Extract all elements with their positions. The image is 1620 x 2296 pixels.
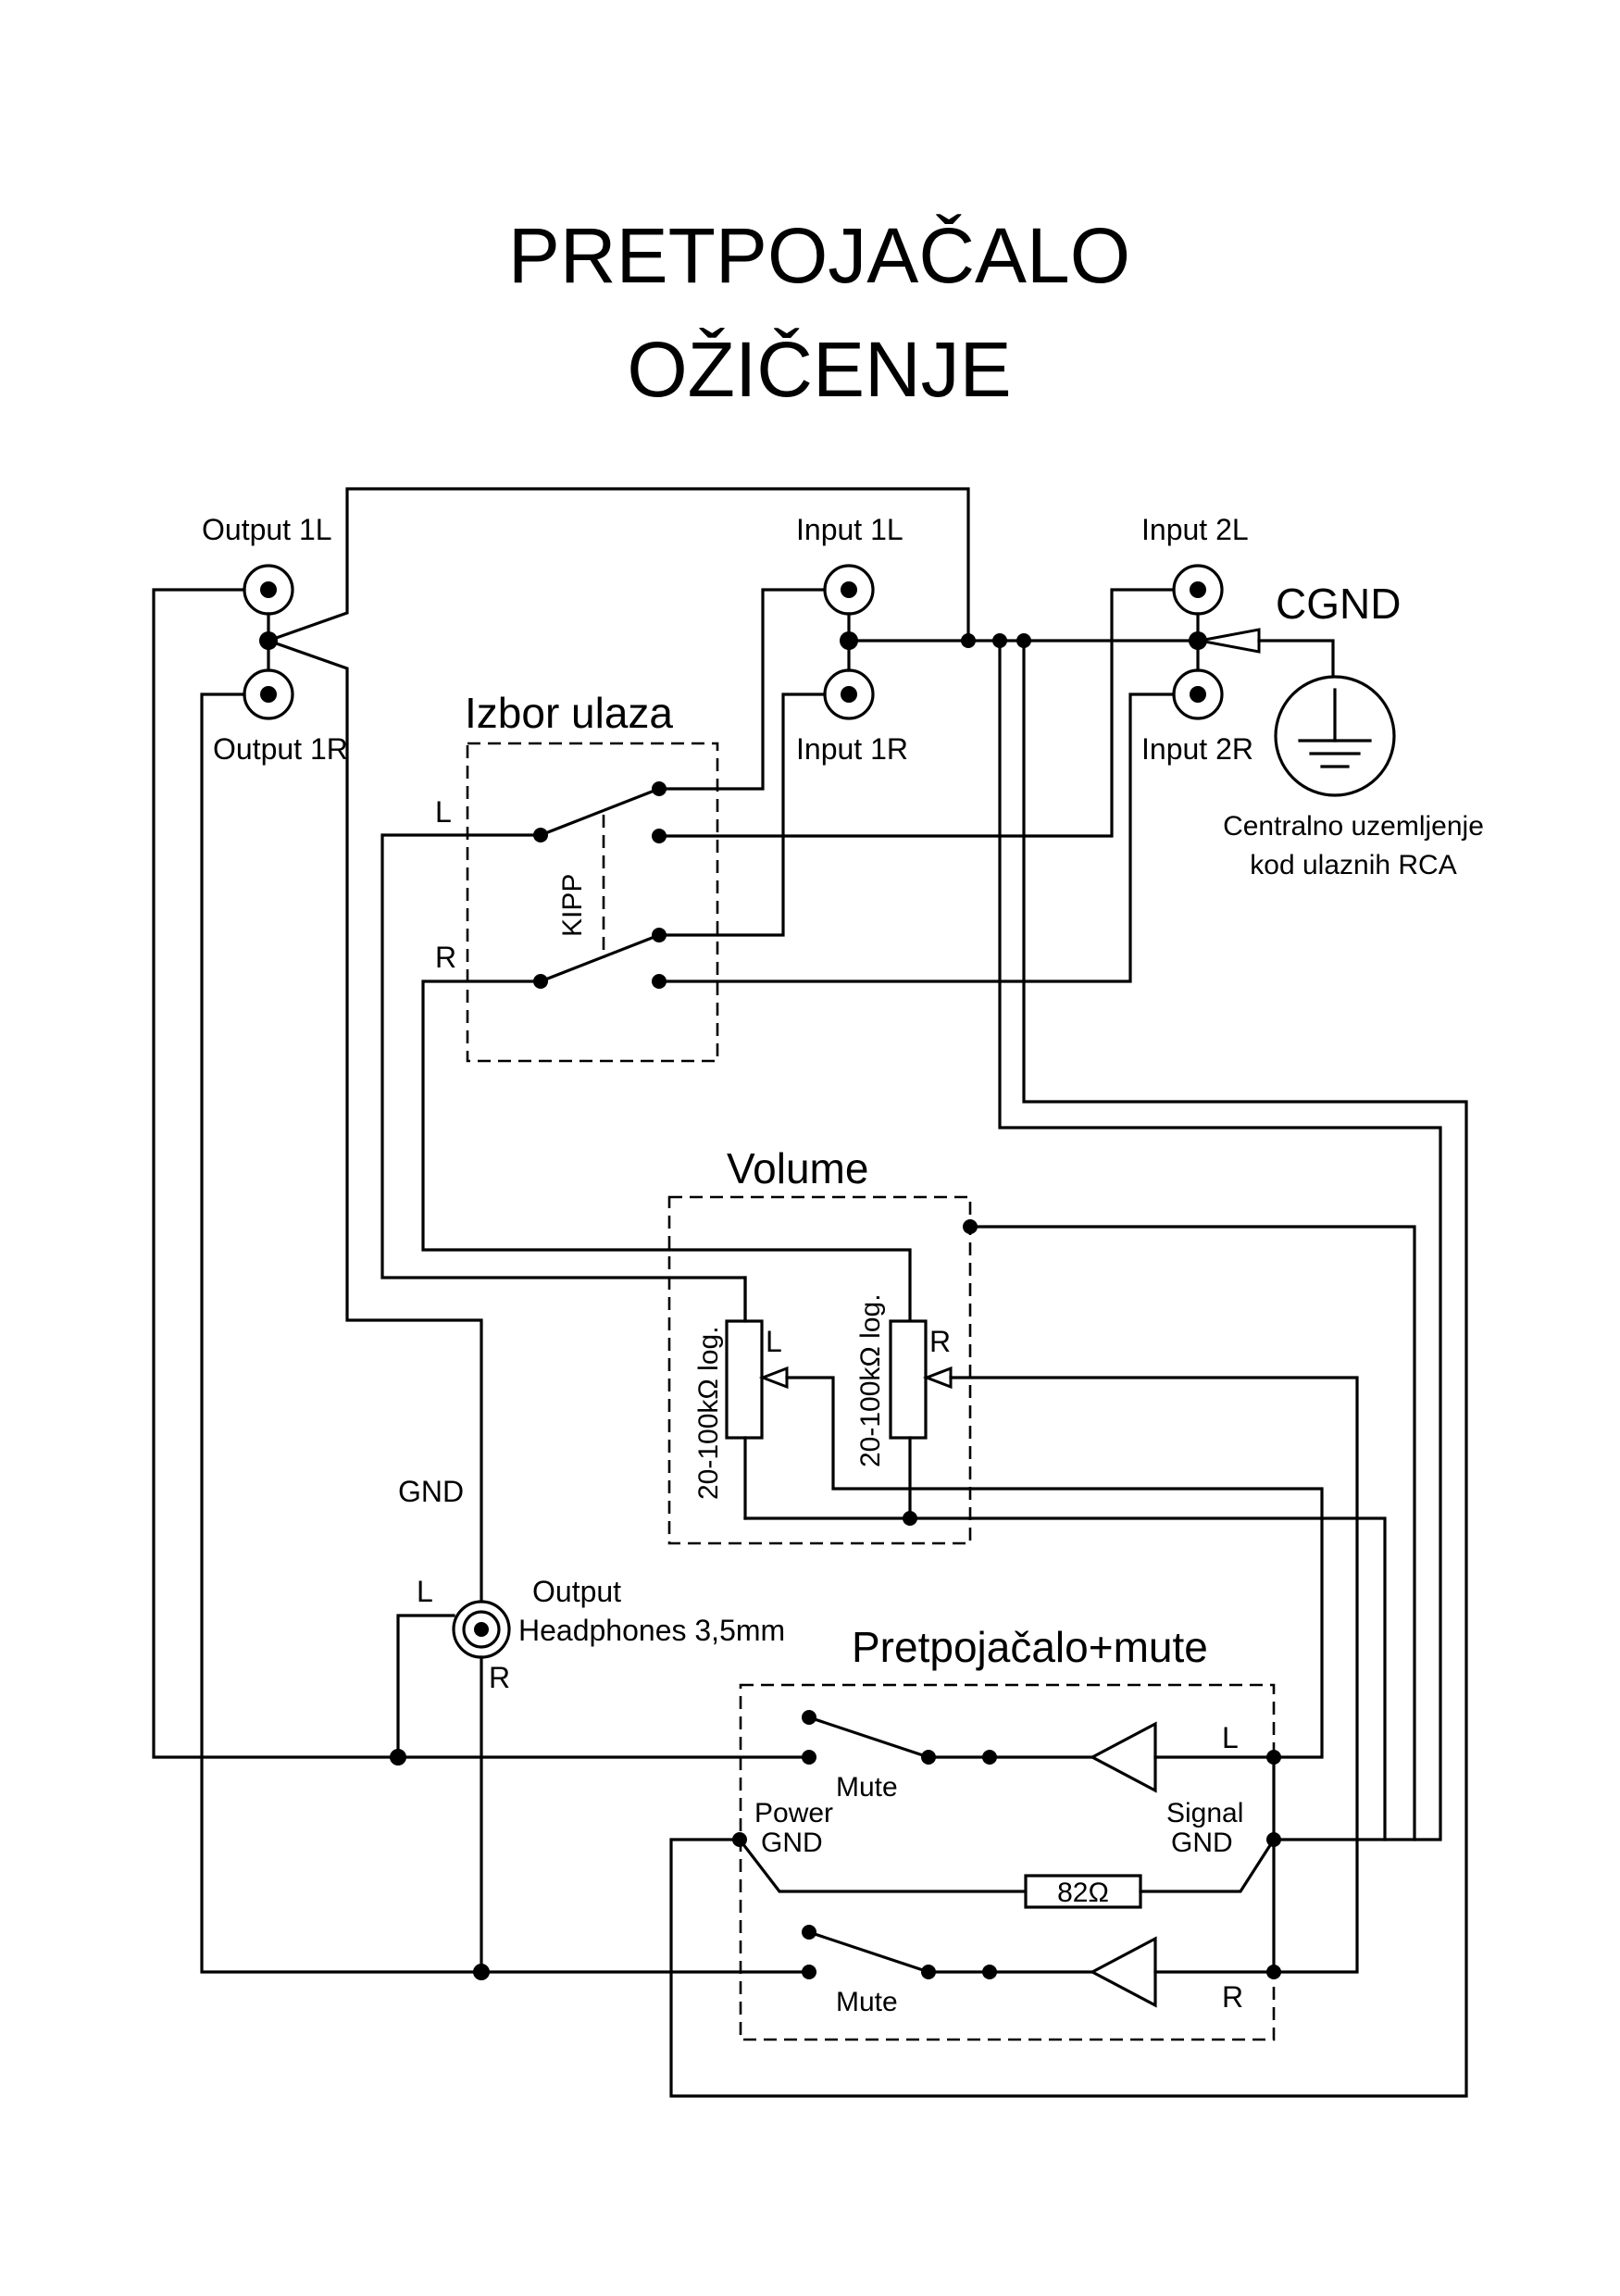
rca-input-2l — [1172, 564, 1224, 616]
kipp-switch — [533, 781, 667, 989]
headphone-wires — [390, 1614, 490, 1980]
mute-switch-top — [802, 1710, 1094, 1765]
resistor-label: 82Ω — [1057, 1878, 1109, 1908]
volume-box — [667, 1195, 972, 1545]
amp-triangle-top — [1089, 1721, 1281, 1793]
headphones-l-label: L — [417, 1575, 433, 1608]
label-cgnd: CGND — [1276, 580, 1401, 628]
preamp-box — [739, 1683, 1276, 2041]
potentiometer-right — [889, 1319, 953, 1520]
gnd-resistor-path — [732, 1755, 1281, 1974]
signal-gnd-line-2: GND — [1171, 1828, 1233, 1858]
ground-icon — [1274, 675, 1396, 797]
preamp-title: Pretpojačalo+mute — [852, 1623, 1208, 1671]
rca-output-1r — [243, 668, 294, 720]
preamp-l-label: L — [1222, 1721, 1239, 1754]
headphones-label-line-1: Output — [532, 1575, 621, 1608]
label-input-1l: Input 1L — [796, 513, 903, 546]
pot-left-channel: L — [766, 1325, 782, 1358]
pot-right-value: 20-100kΩ log. — [855, 1293, 886, 1467]
ground-note-line-1: Centralno uzemljenje — [1223, 811, 1484, 842]
title-line-1: PRETPOJAČALO — [508, 212, 1130, 299]
label-input-2r: Input 2R — [1141, 732, 1253, 766]
title-line-2: OŽIČENJE — [627, 326, 1011, 413]
ground-note-line-2: kod ulaznih RCA — [1250, 850, 1456, 880]
rca-input-2r — [1172, 668, 1224, 720]
pot-right-channel: R — [929, 1325, 951, 1358]
volume-title: Volume — [727, 1144, 868, 1192]
cgnd-arrow — [1199, 628, 1335, 678]
mute-top-label: Mute — [836, 1772, 898, 1803]
kipp-label: KIPP — [557, 874, 588, 937]
output-wires — [152, 588, 811, 1974]
ground-return-wires — [669, 639, 1468, 2098]
pot-left-value: 20-100kΩ log. — [693, 1326, 724, 1500]
power-gnd-line-2: GND — [761, 1828, 823, 1858]
rca-input-1l — [823, 564, 875, 616]
label-output-1l: Output 1L — [202, 513, 332, 546]
selector-box — [466, 742, 719, 1063]
headphones-label-line-2: Headphones 3,5mm — [518, 1614, 785, 1647]
selector-label-l: L — [435, 795, 452, 829]
selector-label-r: R — [435, 941, 456, 974]
rca-output-1l — [243, 564, 294, 616]
headphones-r-label: R — [489, 1661, 510, 1694]
selector-title: Izbor ulaza — [465, 689, 673, 737]
preamp-r-label: R — [1222, 1980, 1243, 2014]
volume-wires — [743, 1219, 1416, 1974]
headphone-jack-icon — [452, 1600, 511, 1659]
label-input-2l: Input 2L — [1141, 513, 1249, 546]
rca-input-1r — [823, 668, 875, 720]
amp-triangle-bottom — [1089, 1936, 1281, 2008]
label-input-1r: Input 1R — [796, 732, 908, 766]
mute-bottom-label: Mute — [836, 1987, 898, 2017]
potentiometer-left — [725, 1276, 789, 1520]
label-output-1r: Output 1R — [213, 732, 348, 766]
mute-switch-bottom — [802, 1925, 1094, 1979]
headphones-gnd-label: GND — [398, 1475, 464, 1508]
signal-gnd-line-1: Signal — [1166, 1798, 1243, 1828]
power-gnd-line-1: Power — [754, 1798, 833, 1828]
